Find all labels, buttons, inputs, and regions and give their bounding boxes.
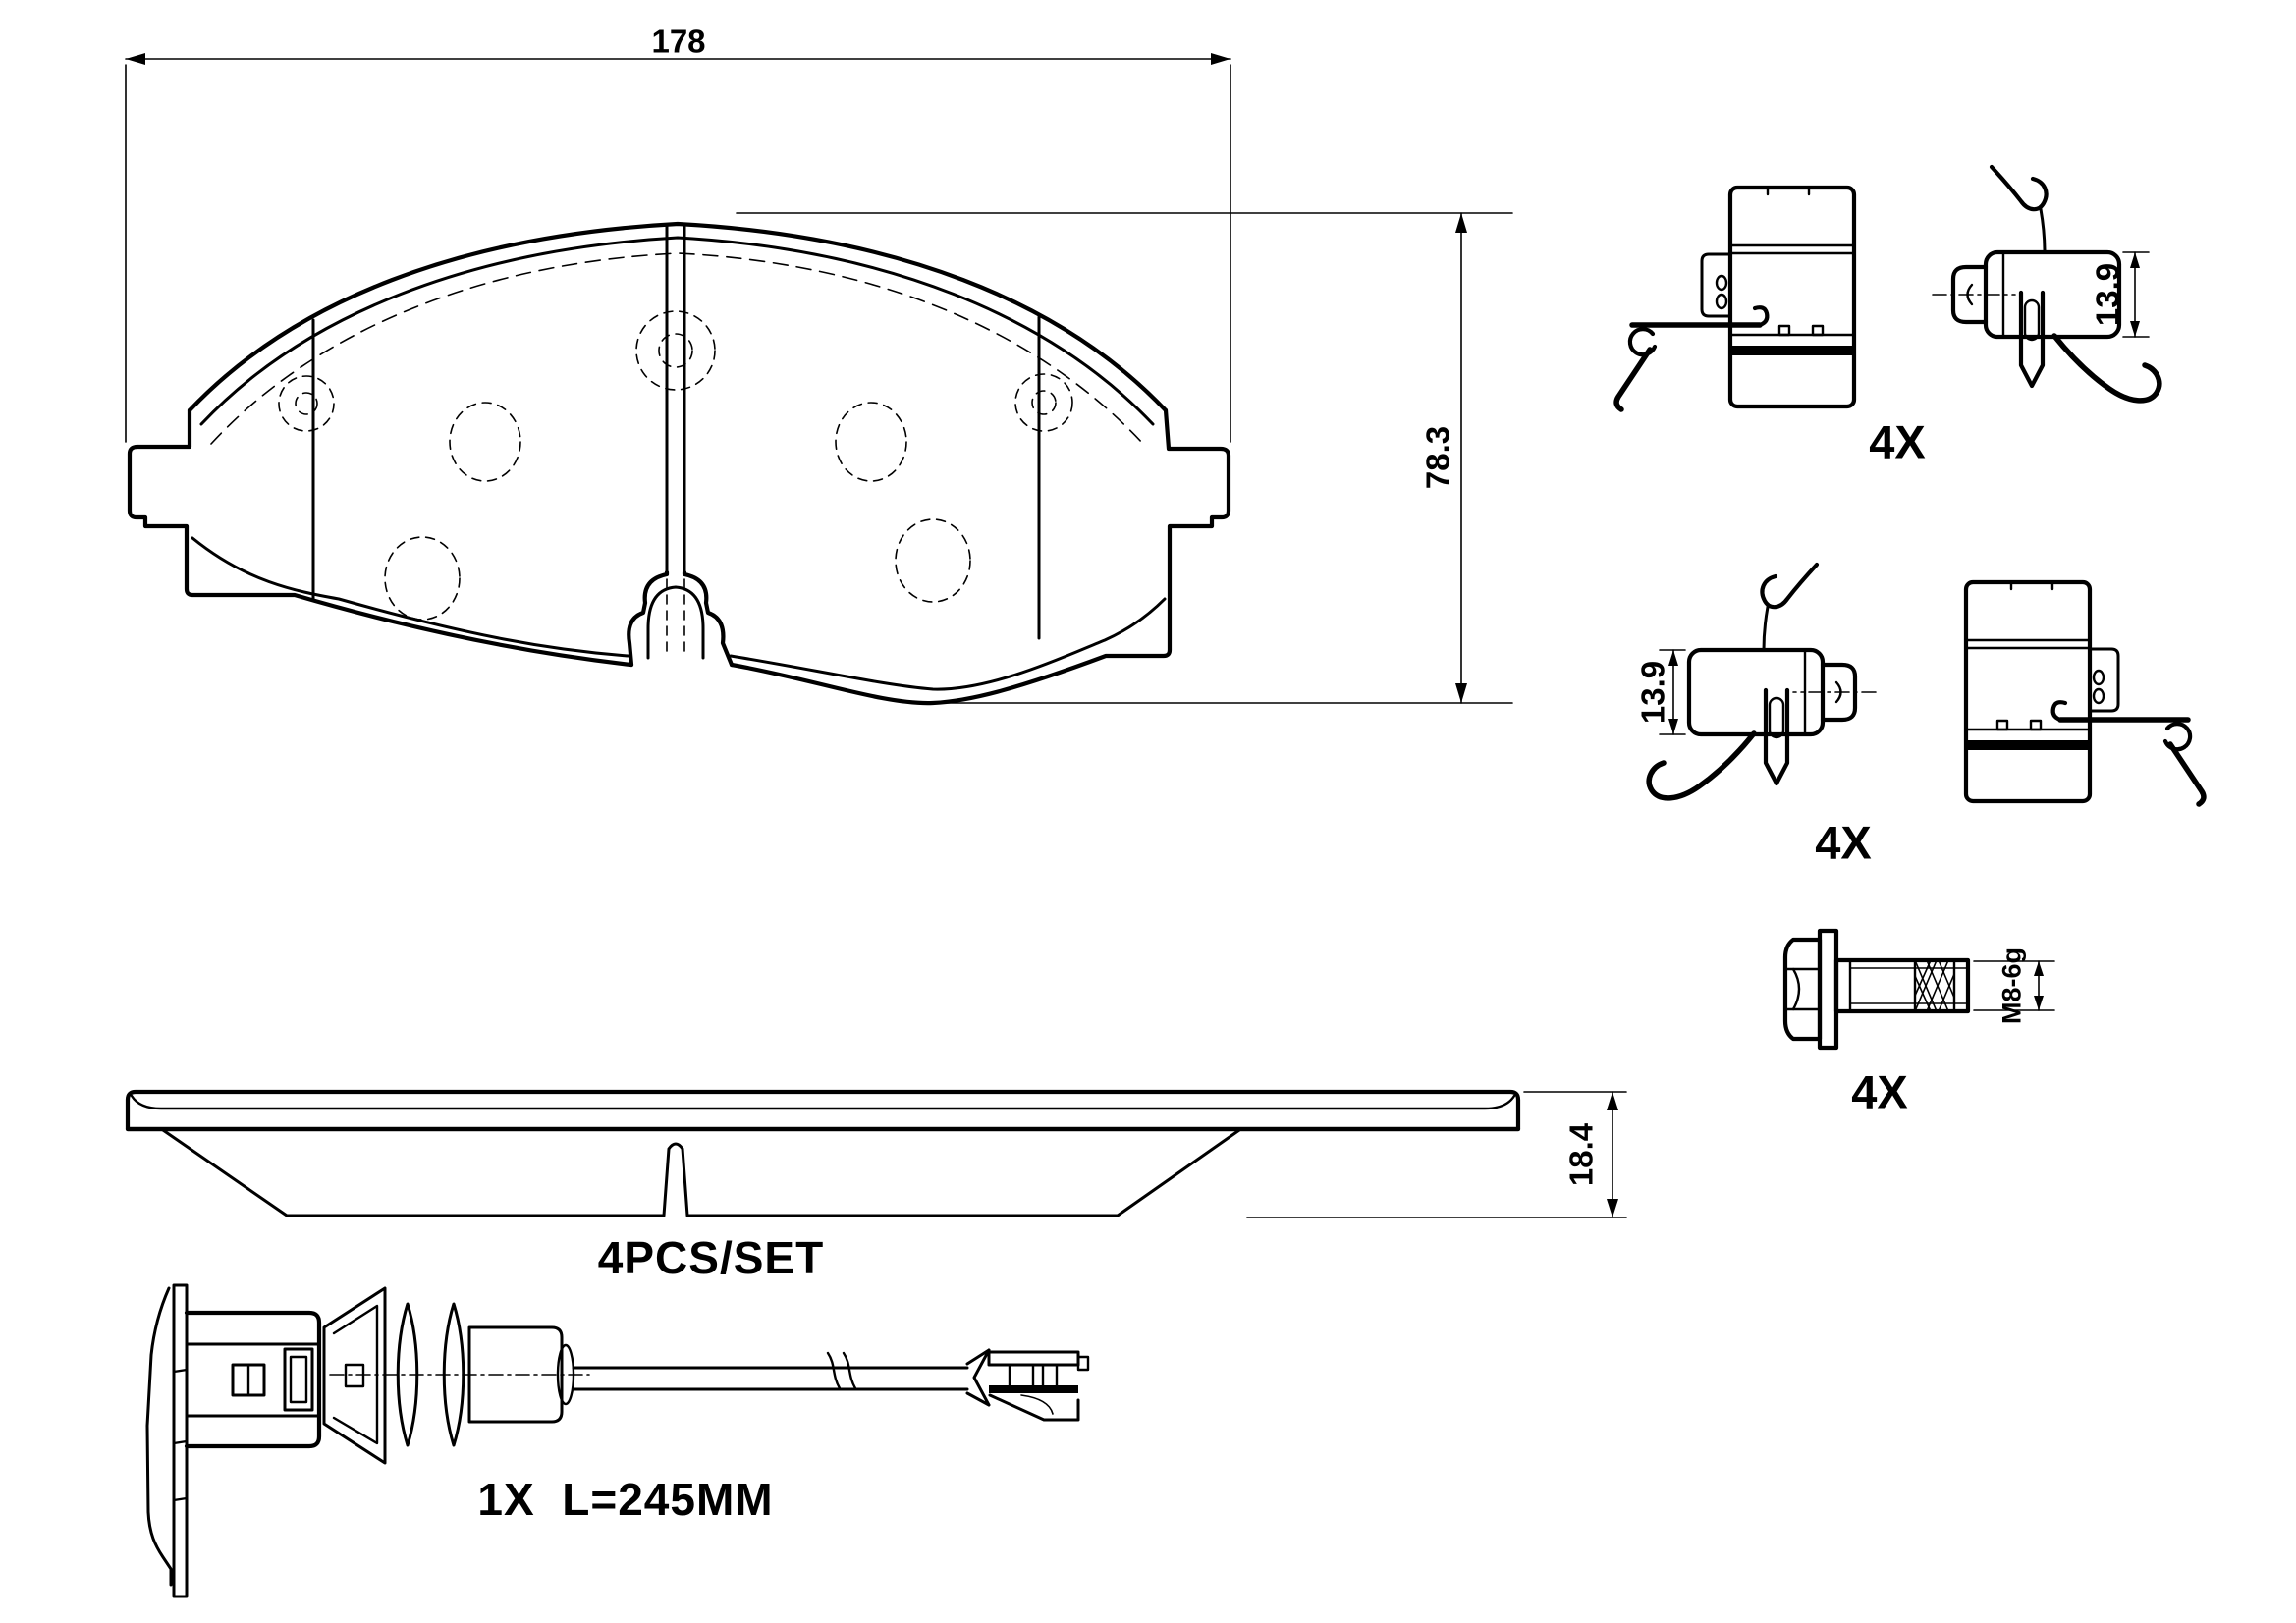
clip-front-view-top	[1613, 185, 1857, 412]
guide-bolt-drawing	[1782, 928, 2055, 1051]
dim-clip-height-top: 13.9	[2089, 262, 2126, 327]
clip-middle-quantity: 4X	[1815, 816, 1872, 869]
dim-pad-thickness: 18.4	[1562, 1122, 1600, 1187]
dim-pad-width: 178	[651, 23, 706, 60]
bolt-quantity: 4X	[1851, 1065, 1908, 1118]
dim-178-lines	[125, 53, 1231, 443]
clip-side-view-top	[1932, 164, 2162, 404]
dim-18-4-lines	[1246, 1091, 1627, 1218]
set-quantity-caption: 4PCS/SET	[597, 1232, 825, 1283]
pad-front-view	[127, 221, 1231, 706]
pad-side-view	[125, 1089, 1521, 1217]
clip-side-view-middle	[1649, 565, 1876, 798]
pad-hole-markers	[278, 310, 1073, 621]
clip-top-quantity: 4X	[1869, 415, 1926, 468]
dim-pad-height: 78.3	[1419, 425, 1456, 490]
dim-78-3-lines	[736, 212, 1513, 704]
dim-clip-height-middle: 13.9	[1634, 660, 1671, 725]
clip-front-view-middle	[1966, 582, 2204, 804]
wear-sensor-drawing	[145, 1283, 1090, 1598]
sensor-length-caption: 1X L=245MM	[477, 1474, 774, 1525]
bolt-thread-spec: M8-6g	[1996, 947, 2027, 1025]
